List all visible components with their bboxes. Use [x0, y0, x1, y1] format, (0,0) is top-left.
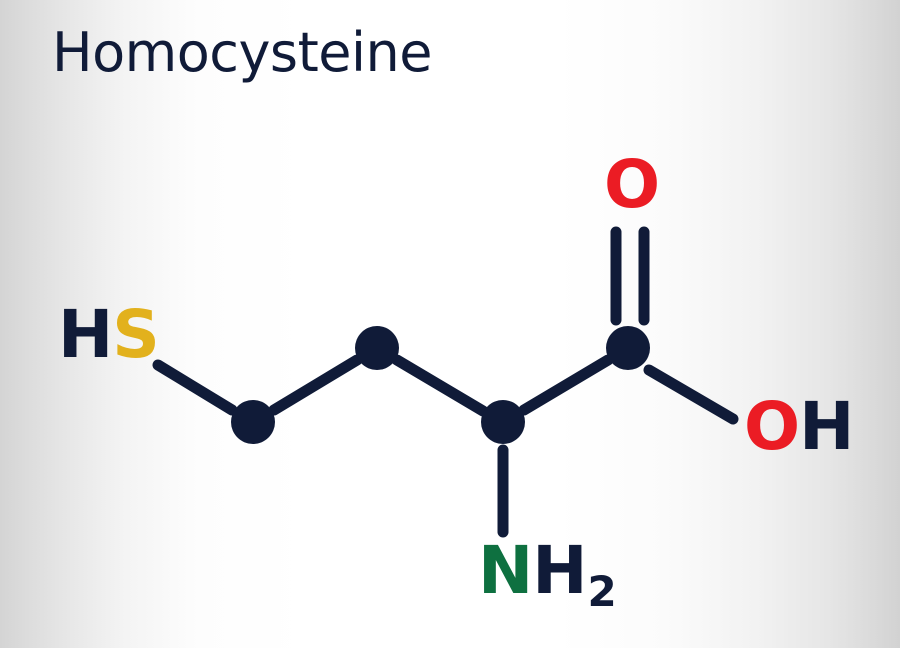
bond-c4-oh — [643, 364, 739, 425]
thiol-hydrogen-text: H — [58, 296, 113, 373]
bond-s-c1 — [152, 359, 238, 416]
amine-hydrogen-text: H — [532, 532, 587, 609]
atom-label-carbonyl-oxygen: O — [604, 152, 660, 218]
page-title: Homocysteine — [52, 21, 432, 84]
bond-c3-c4 — [518, 354, 614, 416]
atom-label-amine: NH2 — [478, 538, 617, 613]
amine-nitrogen-text: N — [478, 532, 533, 609]
carbonyl-oxygen-text: O — [604, 146, 661, 223]
atom-label-thiol: HS — [58, 302, 160, 368]
bond-group — [152, 226, 739, 538]
bond-c2-c3 — [391, 354, 489, 417]
carbon-vertex-c3-alpha — [481, 400, 525, 444]
carbon-vertex-c4-carboxyl — [606, 326, 650, 370]
carbon-vertex-c1 — [231, 400, 275, 444]
thiol-sulfur-text: S — [112, 296, 160, 373]
carbon-vertex-group — [231, 326, 650, 444]
atom-label-hydroxyl: OH — [744, 394, 854, 460]
amine-subscript-text: 2 — [587, 567, 617, 616]
hydroxyl-hydrogen-text: H — [799, 388, 854, 465]
bond-c1-c2 — [268, 354, 363, 416]
hydroxyl-oxygen-text: O — [744, 388, 800, 465]
carbon-vertex-c2 — [355, 326, 399, 370]
